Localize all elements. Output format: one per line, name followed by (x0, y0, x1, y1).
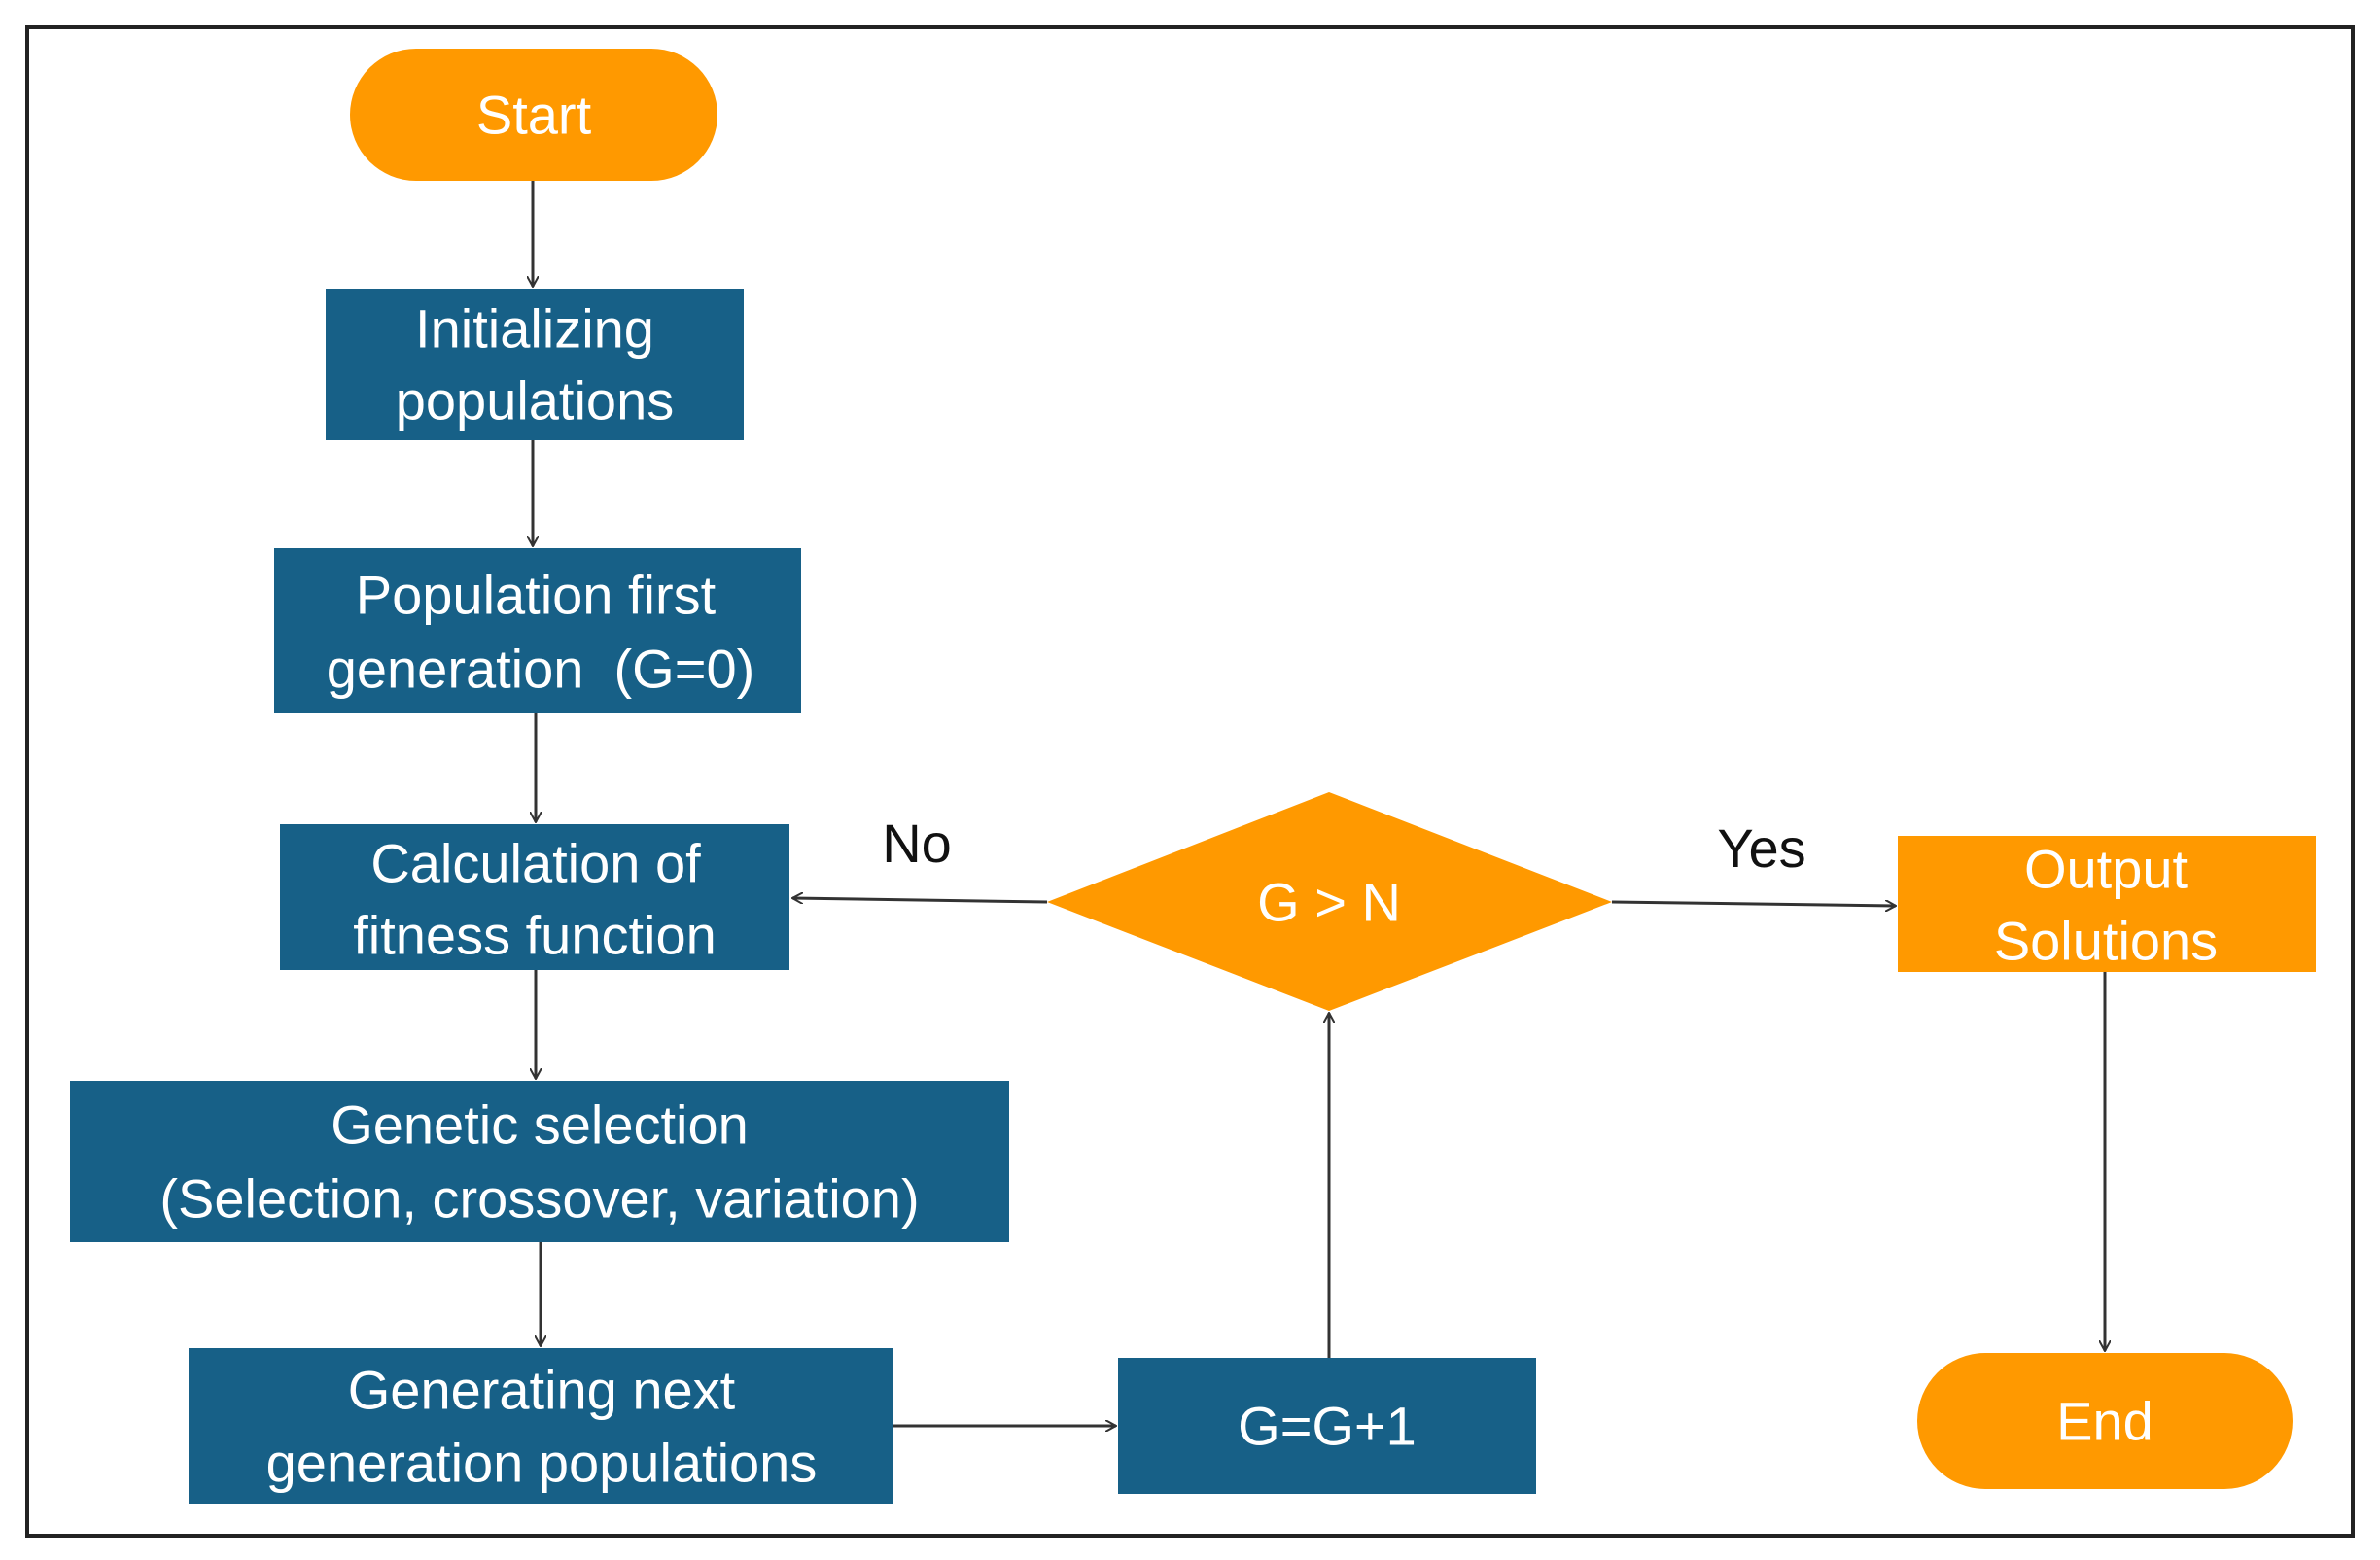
fitness-label-line-2: fitness function (353, 905, 717, 966)
selection-shape (70, 1081, 1009, 1242)
output-label-line-2: Solutions (1994, 911, 2218, 972)
selection-label-line-1: Genetic selection (331, 1094, 749, 1156)
end-shape (1917, 1353, 2292, 1489)
arrow-decision-no-to-fitness (792, 898, 1048, 902)
decision-label: G > N (1257, 872, 1401, 933)
first-gen-label-line-2: generation (G=0) (327, 639, 754, 700)
start-shape (350, 49, 718, 181)
init-label-line-1: Initializing (415, 298, 654, 360)
fitness-node: Calculation of fitness function (280, 824, 789, 970)
end-label: End (2056, 1391, 2153, 1452)
output-shape (1898, 836, 2316, 972)
fitness-label-line-1: Calculation of (370, 833, 701, 894)
diagram-frame (25, 25, 2355, 1538)
first-gen-label-line-1: Population first (356, 565, 717, 626)
next-gen-shape (189, 1348, 892, 1504)
decision-shape (1047, 792, 1612, 1011)
init-shape (326, 289, 744, 440)
arrow-decision-yes-to-output (1611, 902, 1896, 906)
next-gen-node: Generating next generation populations (189, 1348, 892, 1504)
first-gen-shape (274, 548, 801, 713)
output-label-line-1: Output (2024, 839, 2188, 900)
increment-shape (1118, 1358, 1536, 1494)
increment-node: G=G+1 (1118, 1358, 1536, 1494)
next-gen-label-line-2: generation populations (266, 1433, 818, 1494)
label-yes: Yes (1717, 817, 1805, 879)
increment-label: G=G+1 (1238, 1396, 1417, 1457)
init-label-line-2: populations (396, 370, 674, 432)
end-node: End (1917, 1353, 2292, 1489)
fitness-shape (280, 824, 789, 970)
next-gen-label-line-1: Generating next (348, 1360, 736, 1421)
connectors (533, 181, 2105, 1426)
output-node: Output Solutions (1898, 836, 2316, 972)
selection-node: Genetic selection (Selection, crossover,… (70, 1081, 1009, 1242)
first-gen-node: Population first generation (G=0) (274, 548, 801, 713)
init-node: Initializing populations (326, 289, 744, 440)
start-label: Start (476, 85, 592, 146)
label-no: No (882, 813, 952, 874)
decision-node: G > N (1047, 792, 1612, 1011)
start-node: Start (350, 49, 718, 181)
selection-label-line-2: (Selection, crossover, variation) (159, 1168, 919, 1230)
